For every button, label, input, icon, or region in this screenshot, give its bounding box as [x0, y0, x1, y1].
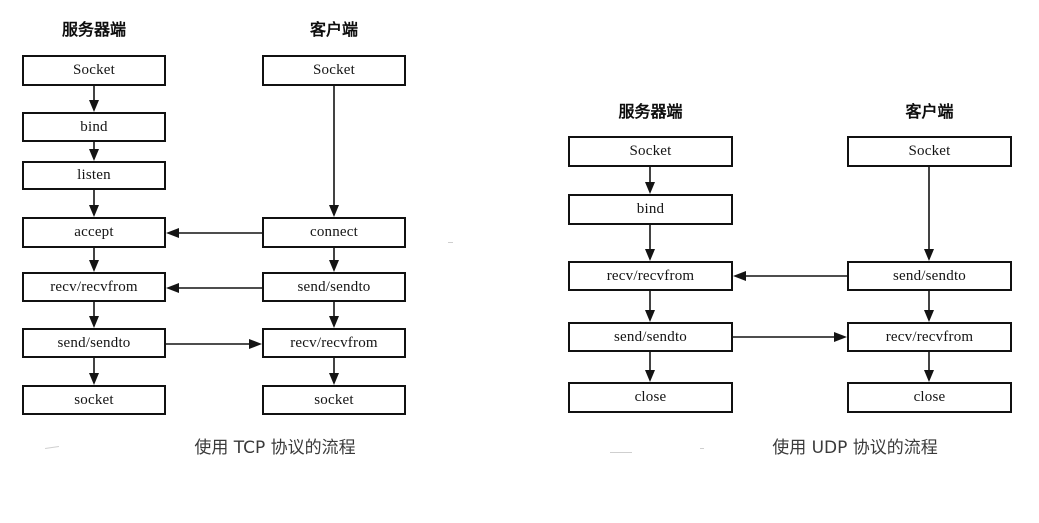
- tcp-client-node-socket-close[interactable]: socket: [262, 385, 406, 415]
- tcp-client-node-send[interactable]: send/sendto: [262, 272, 406, 302]
- udp-server-column-header: 服务器端: [618, 102, 683, 121]
- tcp-diagram-caption: 使用 TCP 协议的流程: [194, 438, 356, 458]
- udp-server-node-socket[interactable]: Socket: [568, 136, 733, 167]
- udp-server-node-bind[interactable]: bind: [568, 194, 733, 225]
- udp-server-arrow-recv-to-send: [645, 291, 655, 322]
- tcp-server-node-send[interactable]: send/sendto: [22, 328, 166, 358]
- tcp-server-node-recv[interactable]: recv/recvfrom: [22, 272, 166, 302]
- tcp-server-node-accept[interactable]: accept: [22, 217, 166, 248]
- tcp-client-node-socket[interactable]: Socket: [262, 55, 406, 86]
- udp-client-node-close[interactable]: close: [847, 382, 1012, 413]
- tcp-server-arrow-bind-to-listen: [89, 142, 99, 161]
- tcp-cross-arrow-connect-to-accept: [166, 228, 262, 238]
- tcp-server-node-bind[interactable]: bind: [22, 112, 166, 142]
- scan-speck: [44, 446, 60, 449]
- tcp-server-node-listen[interactable]: listen: [22, 161, 166, 190]
- scan-speck: [610, 452, 632, 453]
- tcp-cross-arrow-serversend-to-clientrecv: [166, 339, 262, 349]
- tcp-server-arrow-send-to-socket: [89, 358, 99, 385]
- tcp-server-column-header: 服务器端: [61, 20, 126, 39]
- tcp-client-arrow-connect-to-send: [329, 248, 339, 272]
- udp-client-node-recv[interactable]: recv/recvfrom: [847, 322, 1012, 352]
- udp-client-node-send[interactable]: send/sendto: [847, 261, 1012, 291]
- tcp-server-arrow-listen-to-accept: [89, 190, 99, 217]
- tcp-client-node-connect[interactable]: connect: [262, 217, 406, 248]
- udp-client-column-header: 客户端: [905, 102, 954, 121]
- udp-server-node-recv[interactable]: recv/recvfrom: [568, 261, 733, 291]
- tcp-server-arrow-recv-to-send: [89, 302, 99, 328]
- udp-server-arrow-bind-to-recv: [645, 225, 655, 261]
- udp-cross-arrow-clientsend-to-serverrecv: [733, 271, 847, 281]
- udp-server-node-close[interactable]: close: [568, 382, 733, 413]
- udp-server-node-send[interactable]: send/sendto: [568, 322, 733, 352]
- udp-cross-arrow-serversend-to-clientrecv: [733, 332, 847, 342]
- scan-speck: [700, 448, 704, 449]
- tcp-cross-arrow-clientsend-to-serverrecv: [166, 283, 262, 293]
- tcp-client-arrow-socket-to-connect: [329, 86, 339, 217]
- tcp-client-column-header: 客户端: [309, 20, 358, 39]
- udp-server-arrow-send-to-close: [645, 352, 655, 382]
- tcp-client-arrow-recv-to-socket: [329, 358, 339, 385]
- tcp-server-node-socket[interactable]: Socket: [22, 55, 166, 86]
- scan-speck: [448, 242, 453, 243]
- tcp-server-node-socket-close[interactable]: socket: [22, 385, 166, 415]
- tcp-client-arrow-send-to-recv: [329, 302, 339, 328]
- udp-server-arrow-socket-to-bind: [645, 167, 655, 194]
- udp-client-arrow-recv-to-close: [924, 352, 934, 382]
- udp-client-node-socket[interactable]: Socket: [847, 136, 1012, 167]
- tcp-server-arrow-accept-to-recv: [89, 248, 99, 272]
- tcp-server-arrow-socket-to-bind: [89, 86, 99, 112]
- tcp-client-node-recv[interactable]: recv/recvfrom: [262, 328, 406, 358]
- udp-diagram-caption: 使用 UDP 协议的流程: [772, 438, 938, 458]
- udp-client-arrow-send-to-recv: [924, 291, 934, 322]
- udp-client-arrow-socket-to-send: [924, 167, 934, 261]
